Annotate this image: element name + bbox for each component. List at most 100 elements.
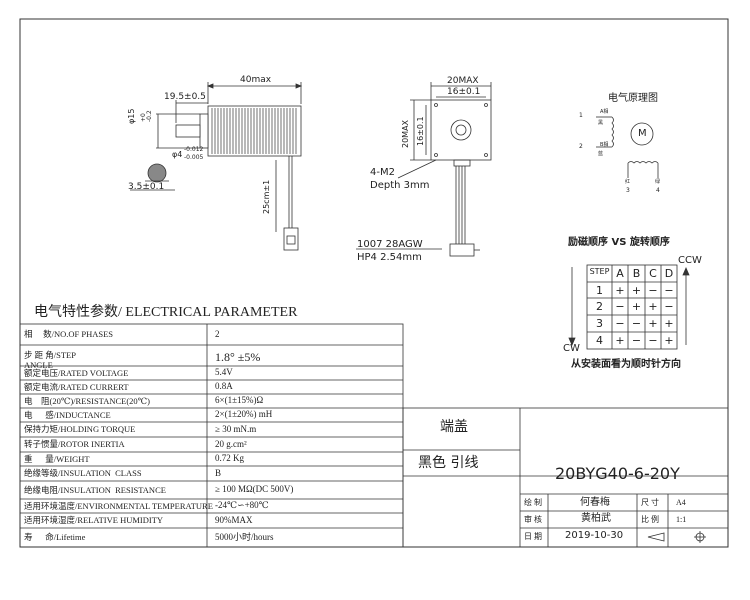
- param-label: 转子惯量/ROTOR INERTIA: [24, 439, 125, 449]
- sequence-cell: −: [648, 334, 658, 347]
- sequence-title: 励磁顺序 VS 旋转顺序: [568, 237, 670, 248]
- sequence-cell: −: [664, 284, 674, 297]
- param-value: ≥ 100 MΩ(DC 500V): [215, 484, 294, 494]
- tb-draw-name: 何春梅: [580, 497, 610, 508]
- param-label: 绝缘电阻/INSULATION RESISTANCE: [24, 484, 166, 495]
- motor-side-view: [130, 82, 303, 251]
- param-label: 保持力矩/HOLDING TORQUE: [24, 424, 136, 434]
- sequence-header-cell: B: [632, 267, 641, 280]
- tb-scale-value: 1:1: [676, 515, 687, 524]
- dim-shaft-tol-lower: -0.005: [184, 154, 204, 161]
- motor-fins: [211, 108, 297, 154]
- sequence-cell: −: [631, 317, 642, 330]
- wiring-title: 电气原理图: [608, 93, 658, 104]
- param-value: 5000小时/hours: [215, 531, 274, 542]
- sequence-caption: 从安装面看为顺时针方向: [571, 359, 681, 370]
- dim-height: 20MAX: [401, 119, 410, 148]
- tb-lead-label: 黑色 引线: [418, 455, 479, 471]
- wiring-wire4: 黑: [598, 120, 604, 126]
- param-value: 90%MAX: [215, 514, 253, 525]
- sequence-header-cell: C: [649, 267, 657, 280]
- dim-length: 40max: [240, 75, 272, 85]
- param-label: 电 阻(20℃)/RESISTANCE(20℃): [24, 395, 150, 406]
- sequence-cell: +: [615, 334, 625, 347]
- dim-hole-v: 16±0.1: [416, 116, 425, 146]
- sequence-cell: +: [631, 300, 642, 313]
- wiring-wire3: 绿: [655, 179, 661, 185]
- param-label: 额定电压/RATED VOLTAGE: [24, 367, 129, 378]
- sequence-cell: 4: [596, 334, 603, 347]
- param-label: 适用环境湿度/RELATIVE HUMIDITY: [24, 515, 164, 525]
- sequence-cell: +: [664, 334, 674, 347]
- tb-draw-label: 绘 制: [524, 498, 542, 507]
- dim-width: 20MAX: [447, 76, 479, 86]
- dim-flange-tol: +0 -0.2: [140, 110, 153, 122]
- wiring-wire2: 蓝: [598, 151, 604, 157]
- dim-cable-len: 25cm±1: [262, 179, 271, 214]
- sequence-header-cell: D: [664, 267, 674, 280]
- sequence-cell: +: [631, 284, 642, 297]
- sequence-cell: +: [615, 284, 625, 297]
- tb-size-value: A4: [676, 498, 686, 507]
- sequence-cell: −: [648, 284, 658, 297]
- tb-date-label: 日 期: [524, 532, 542, 541]
- param-value: 2×(1±20%) mH: [215, 409, 273, 419]
- wiring-pin2: 2: [579, 143, 583, 150]
- param-title: 电气特性参数/ ELECTRICAL PARAMETER: [34, 305, 298, 320]
- param-label: 绝缘等级/INSULATION CLASS: [24, 468, 142, 478]
- param-value: 5.4V: [215, 367, 233, 377]
- sequence-cell: 2: [596, 300, 603, 313]
- param-label: 寿 命/Lifetime: [24, 532, 86, 542]
- cable-label: 1007 28AGW: [357, 239, 423, 250]
- screw-label: 4-M2: [370, 167, 395, 178]
- param-label: 步 距 角/STEP ANGLE: [24, 350, 76, 370]
- wiring-wire1: 红: [625, 179, 631, 185]
- wiring-phase-b: B相: [600, 142, 609, 148]
- dim-shaft-tol-upper: -0.012: [184, 146, 204, 153]
- sequence-cell: +: [664, 317, 674, 330]
- tb-cap-label: 端盖: [440, 419, 468, 435]
- sequence-cell: −: [615, 300, 625, 313]
- param-value: 20 g.cm²: [215, 438, 247, 449]
- screw-depth: Depth 3mm: [370, 180, 430, 191]
- sequence-cell: 1: [596, 284, 603, 297]
- sequence-cell: −: [631, 334, 642, 347]
- param-label: 额定电流/RATED CURRERT: [24, 381, 129, 392]
- sequence-table-grid: [568, 264, 690, 350]
- sequence-cell: +: [648, 300, 658, 313]
- param-label: 相 数/NO.OF PHASES: [24, 329, 114, 339]
- wiring-diagram: [596, 116, 659, 178]
- param-value: -24℃∽+80℃: [215, 500, 269, 510]
- sequence-ccw: CCW: [678, 255, 702, 266]
- tb-size-label: 尺 寸: [641, 498, 659, 507]
- tb-check-label: 审 核: [524, 515, 542, 524]
- wiring-pin1: 1: [579, 112, 583, 119]
- sequence-header-cell: A: [616, 267, 624, 280]
- tb-scale-label: 比 例: [641, 515, 659, 524]
- sequence-cell: −: [615, 317, 625, 330]
- param-value: ≥ 30 mN.m: [215, 423, 257, 434]
- motor-front-view: [356, 82, 492, 257]
- param-label: 重 量/WEIGHT: [24, 453, 90, 464]
- sequence-header-cell: STEP: [589, 267, 610, 276]
- param-value: 6×(1±15%)Ω: [215, 395, 264, 405]
- dim-shaft-length: 19.5±0.5: [164, 92, 206, 102]
- wiring-pin3: 3: [626, 187, 630, 194]
- sequence-cell: −: [664, 300, 674, 313]
- dim-flat: 3.5±0.1: [128, 182, 165, 192]
- sequence-cell: +: [648, 317, 658, 330]
- sequence-cw: CW: [563, 343, 580, 354]
- title-block-grid: [402, 407, 729, 548]
- param-value: B: [215, 467, 222, 478]
- tb-model: 20BYG40-6-20Y: [555, 464, 680, 483]
- tb-date-value: 2019-10-30: [565, 530, 624, 541]
- sequence-cell: 3: [596, 317, 603, 330]
- param-value: 1.8° ±5%: [215, 349, 261, 364]
- connector-label: HP4 2.54mm: [357, 252, 422, 263]
- param-label: 电 感/INDUCTANCE: [24, 409, 111, 420]
- dim-flange-dia: φ15: [127, 108, 136, 124]
- dim-shaft-dia: φ4: [172, 150, 183, 159]
- projection-symbol: [647, 531, 706, 543]
- param-value: 0.72 Kg: [215, 453, 244, 463]
